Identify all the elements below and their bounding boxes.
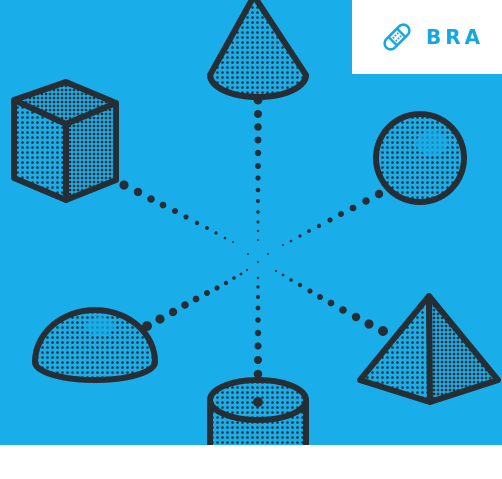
cube-shape (14, 82, 116, 200)
cylinder-shape (210, 380, 306, 450)
brand-header[interactable]: BRA (352, 0, 502, 74)
brand-name: BRA (426, 25, 484, 49)
sphere-shape (376, 114, 464, 202)
bandage-icon (380, 20, 414, 54)
